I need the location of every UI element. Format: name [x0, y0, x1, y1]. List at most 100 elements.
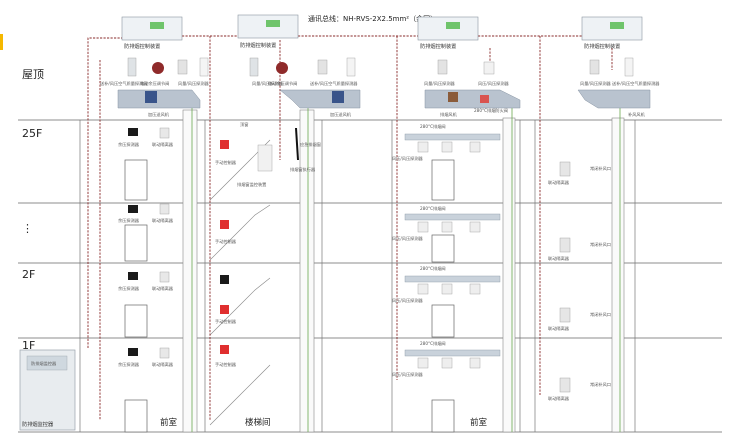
makeup-fan-label: 补风风机 [628, 111, 646, 118]
front-room-label-left: 前室 [160, 417, 178, 428]
manual-label-2f: 手动控制器 [215, 318, 237, 325]
exhaust-fan-label: 排烟风机 [440, 111, 458, 118]
control-panel-4-label: 防排烟控制装置 [584, 42, 620, 50]
control-panel-1: 防排烟控制装置 [121, 16, 183, 50]
exhaust-sensor-label-2f: 风压/风压探测器 [392, 297, 424, 304]
makeup-floor-mid: 联动隔离器 常闭补风口 [548, 237, 611, 262]
exhaust-sensor-label-1f: 风压/风压探测器 [392, 371, 424, 378]
control-panel-2: 防排烟控制装置 [237, 14, 299, 49]
control-panel-3-label: 防排烟控制装置 [420, 42, 456, 50]
roof-group-makeup: 风量/风压探测器 送补/风压空气质量探测器 补风风机 [577, 57, 660, 118]
makeup-floor-1f: 联动隔离器 常闭补风口 [548, 377, 611, 402]
roof-probe-label-1: 送补/风压空气质量探测器 [100, 80, 148, 87]
floor-label-1f: 1F [22, 339, 35, 352]
supply-shaft-2 [299, 109, 315, 433]
control-panel-3: 防排烟控制装置 [417, 16, 479, 50]
residual-label-2f: 余压探测器 [118, 285, 140, 292]
roof-valve-label-2: 电动余压调节阀 [268, 80, 297, 87]
control-panel-4: 防排烟控制装置 [581, 16, 643, 50]
floor-label-2f: 2F [22, 268, 35, 281]
supply-shaft-1 [182, 109, 198, 433]
roof-group-exhaust: 风量/风压探测器 风压/风压探测器 排烟风机 280°C排烟防火阀 [424, 59, 521, 118]
bus-wiring [87, 35, 613, 420]
roof-group-second: 风量/风压探测器 电动余压调节阀 送补/风压空气质量探测器 加压送风机 [249, 57, 361, 118]
linkage-label-mid: 联动隔离器 [152, 217, 174, 224]
linkage-label-25f: 联动隔离器 [152, 141, 174, 148]
exhaust-floor-25f: 280°C排烟阀 风压/风压探测器 [392, 123, 501, 162]
floor-label-dots: ⋮ [22, 222, 33, 235]
makeup-linkage-2f: 联动隔离器 [548, 325, 570, 332]
exhaust-fan [448, 92, 458, 102]
roof-sensor-label-4: 风量/风压探测器 [580, 80, 612, 87]
exhaust-sensor-label: 风压/风压探测器 [478, 80, 510, 87]
manual-label-mid: 手动控制器 [215, 238, 237, 245]
floor-1f-left-devices: 余压探测器 联动隔离器 手动控制器 [118, 345, 237, 368]
makeup-linkage-1f: 联动隔离器 [548, 395, 570, 402]
fire-damper [480, 95, 489, 103]
right-exhaust-devices: 280°C排烟阀 风压/风压探测器 280°C排烟阀 风压/风压探测器 280°… [392, 123, 501, 378]
exhaust-valve-label-1f: 280°C排烟阀 [420, 340, 446, 347]
control-panel-1-label: 防排烟控制装置 [124, 42, 160, 50]
residual-label-mid: 余压探测器 [118, 217, 140, 224]
front-room-label-right: 前室 [470, 417, 488, 428]
accent-bar [0, 34, 3, 50]
residual-label-25f: 余压探测器 [118, 141, 140, 148]
exhaust-floor-1f: 280°C排烟阀 风压/风压探测器 [392, 340, 501, 378]
makeup-linkage-mid: 联动隔离器 [548, 255, 570, 262]
monitor-screen-text: 防排烟监控器 [31, 360, 57, 367]
floor-label-roof: 屋顶 [22, 68, 44, 81]
supply-vent-25f: 常闭补风口 [590, 165, 611, 172]
window-actuator-label: 排烟窗执行器 [290, 166, 316, 173]
floor-label-25f: 25F [22, 127, 42, 140]
makeup-linkage-25f: 联动隔离器 [548, 179, 570, 186]
valve-actuator-1 [152, 62, 164, 74]
supply-fan-label-2: 加压送风机 [330, 111, 352, 118]
residual-label-1f: 余压探测器 [118, 361, 140, 368]
makeup-floor-2f: 联动隔离器 常闭补风口 [548, 307, 611, 332]
supply-fan-1 [145, 91, 157, 103]
roof-group-left: 送补/风压空气质量探测器 电动余压调节阀 风量/风压探测器 加压送风机 [100, 57, 210, 118]
supply-vent-1f: 常闭补风口 [590, 381, 611, 388]
manual-label-1f: 手动控制器 [215, 361, 237, 368]
exhaust-sensor-label-mid: 风压/风压探测器 [392, 235, 424, 242]
floor-mid-left-devices: 余压探测器 联动隔离器 手动控制器 [118, 203, 237, 245]
floor-25f-left-devices: 余压探测器 联动隔离器 手动控制器 顶窗 排烟窗监控装置 应急排烟窗 排烟窗执行… [118, 121, 321, 188]
exhaust-floor-mid: 280°C排烟阀 风压/风压探测器 [392, 205, 501, 242]
linkage-label-2f: 联动隔离器 [152, 285, 174, 292]
supply-vent-mid: 常闭补风口 [590, 241, 611, 248]
supply-fan-2 [332, 91, 344, 103]
roof-sensor-label-3: 风量/风压探测器 [424, 80, 456, 87]
roof-valve-label-1: 电动余压调节阀 [140, 80, 169, 87]
roof-sensor-label-1: 风量/风压探测器 [178, 80, 210, 87]
exhaust-sensor-label-25f: 风压/风压探测器 [392, 155, 424, 162]
exhaust-valve-label-2f: 280°C排烟阀 [420, 265, 446, 272]
exhaust-valve-label-25f: 280°C排烟阀 [420, 123, 446, 130]
window-opener-label: 应急排烟窗 [300, 141, 321, 148]
stairwell-label: 楼梯间 [245, 417, 271, 428]
makeup-devices: 联动隔离器 常闭补风口 联动隔离器 常闭补风口 联动隔离器 常闭补风口 联动隔离… [548, 161, 611, 402]
building-walls [79, 120, 636, 432]
exhaust-floor-2f: 280°C排烟阀 风压/风压探测器 [392, 265, 501, 304]
monitor-label: 防排烟监控器 [22, 420, 54, 428]
makeup-floor-25f: 联动隔离器 常闭补风口 [548, 161, 611, 186]
top-window-label: 顶窗 [240, 121, 248, 128]
exhaust-valve-label-mid: 280°C排烟阀 [420, 205, 446, 212]
manual-label-25f: 手动控制器 [215, 159, 237, 166]
signal-lines [191, 100, 621, 432]
floor-2f-left-devices: 余压探测器 联动隔离器 手动控制器 [118, 271, 237, 325]
smoke-monitor-cabinet: 防排烟监控器 防排烟监控器 [19, 349, 76, 431]
exhaust-shaft [502, 117, 516, 433]
fire-damper-label: 280°C排烟防火阀 [474, 107, 508, 114]
control-panel-2-label: 防排烟控制装置 [240, 41, 276, 49]
supply-fan-label-1: 加压送风机 [148, 111, 170, 118]
supply-vent-2f: 常闭补风口 [590, 311, 611, 318]
linkage-label-1f: 联动隔离器 [152, 361, 174, 368]
roof-probe-label-2: 送补/风压空气质量探测器 [310, 80, 358, 87]
roof-sensor-label-2: 风量/风压探测器 [252, 80, 284, 87]
roof-probe-label-4: 送补/风压空气质量探测器 [612, 80, 660, 87]
valve-actuator-2 [276, 62, 288, 74]
bus-label: 通讯总线：NH-RVS-2X2.5mm²（余同） [308, 14, 437, 23]
front-room-doors-left [124, 159, 148, 433]
